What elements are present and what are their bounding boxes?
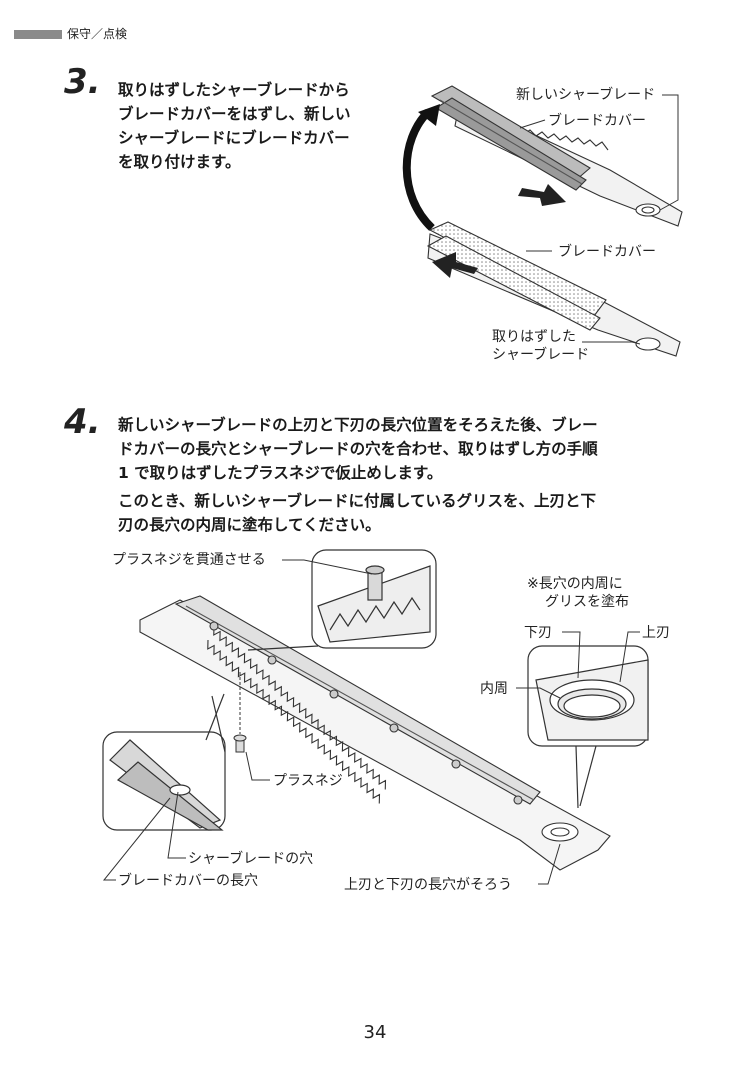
step-4-instructions: 新しいシャーブレードの上刃と下刃の長穴位置をそろえた後、ブレー ドカバーの長穴と… (118, 413, 708, 537)
label-blade-hole: シャーブレードの穴 (188, 851, 314, 867)
zoom-detail-slot-inner (527, 645, 649, 809)
new-blade-with-cover-illustration (430, 85, 683, 227)
label-screw-through: プラスネジを貫通させる (112, 552, 266, 568)
label-grease-note-line2: グリスを塗布 (545, 594, 629, 610)
label-cover-slot: ブレードカバーの長穴 (118, 873, 258, 889)
zoom-detail-screw (247, 549, 437, 651)
step-3-line: ブレードカバーをはずし、新しい (118, 105, 351, 123)
step-4-line: 刃の長穴の内周に塗布してください。 (118, 516, 381, 534)
removed-blade-with-cover-illustration (426, 221, 681, 357)
label-grease-note-line1: ※長穴の内周に (527, 576, 623, 592)
step-3-line: を取り付けます。 (118, 153, 241, 171)
step-4-line: このとき、新しいシャーブレードに付属しているグリスを、上刃と下 (118, 492, 597, 510)
step-4-number: 4. (64, 402, 101, 442)
label-slots-aligned: 上刃と下刃の長穴がそろう (344, 877, 512, 893)
label-lower-blade: 下刃 (524, 625, 552, 641)
curved-arrow-icon (402, 109, 435, 231)
label-new-blade: 新しいシャーブレード (516, 87, 656, 103)
assembled-blade-illustration (139, 595, 611, 871)
step-3-line: シャーブレードにブレードカバー (118, 129, 350, 147)
screw-icon (233, 672, 247, 753)
step-3-number: 3. (64, 62, 101, 102)
section-title: 保守／点検 (67, 27, 128, 41)
step-4-line: ドカバーの長穴とシャーブレードの穴を合わせ、取りはずし方の手順 (118, 440, 598, 458)
label-removed-blade-line2: シャーブレード (492, 347, 590, 363)
zoom-detail-cover-slot (102, 693, 226, 831)
section-marker (14, 30, 62, 39)
step-4-line: 1 で取りはずしたプラスネジで仮止めします。 (118, 464, 443, 482)
label-blade-cover-top: ブレードカバー (548, 113, 646, 129)
label-inner-circumference: 内周 (480, 681, 508, 697)
step-4-line: 新しいシャーブレードの上刃と下刃の長穴位置をそろえた後、ブレー (118, 416, 598, 434)
label-upper-blade: 上刃 (642, 625, 670, 641)
step-3-instructions: 取りはずしたシャーブレードから ブレードカバーをはずし、新しい シャーブレードに… (118, 78, 408, 174)
arrow-right-icon (518, 184, 566, 206)
page-number: 34 (363, 1022, 387, 1043)
step-3-line: 取りはずしたシャーブレードから (118, 81, 350, 99)
label-removed-blade-line1: 取りはずした (492, 329, 576, 345)
label-screw: プラスネジ (273, 773, 343, 789)
label-blade-cover-bottom: ブレードカバー (558, 244, 656, 260)
arrow-left-icon (432, 252, 478, 278)
